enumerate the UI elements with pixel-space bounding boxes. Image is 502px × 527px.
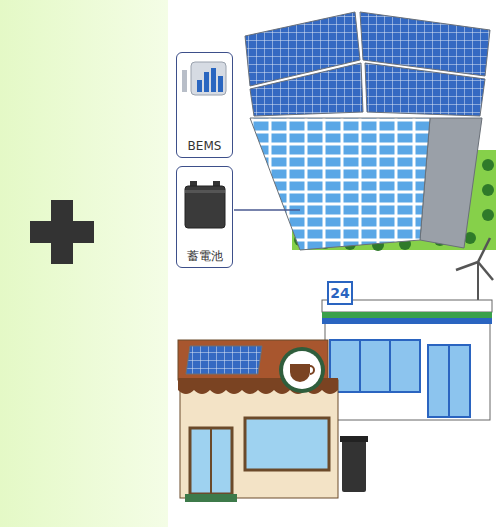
coffee-shop — [178, 340, 338, 502]
wire — [234, 209, 300, 211]
building-front — [250, 118, 430, 250]
building-side — [420, 118, 482, 248]
plus-sign — [30, 200, 94, 264]
battery-box: 蓄電池 — [176, 166, 233, 268]
bems-icon — [182, 62, 226, 95]
trash-bin — [342, 440, 366, 492]
battery-icon — [185, 181, 225, 228]
store-sign-number: 24 — [328, 282, 352, 304]
node-label: 蓄電池 — [187, 249, 223, 263]
trash-bin-lid — [340, 436, 368, 442]
bems-box: BEMS — [176, 52, 233, 158]
side-panel — [0, 0, 168, 527]
convenience-store — [322, 282, 492, 420]
solar-roof — [245, 12, 490, 116]
store-sign — [328, 282, 352, 304]
node-label: BEMS — [188, 139, 222, 153]
wind-turbine — [456, 238, 493, 302]
